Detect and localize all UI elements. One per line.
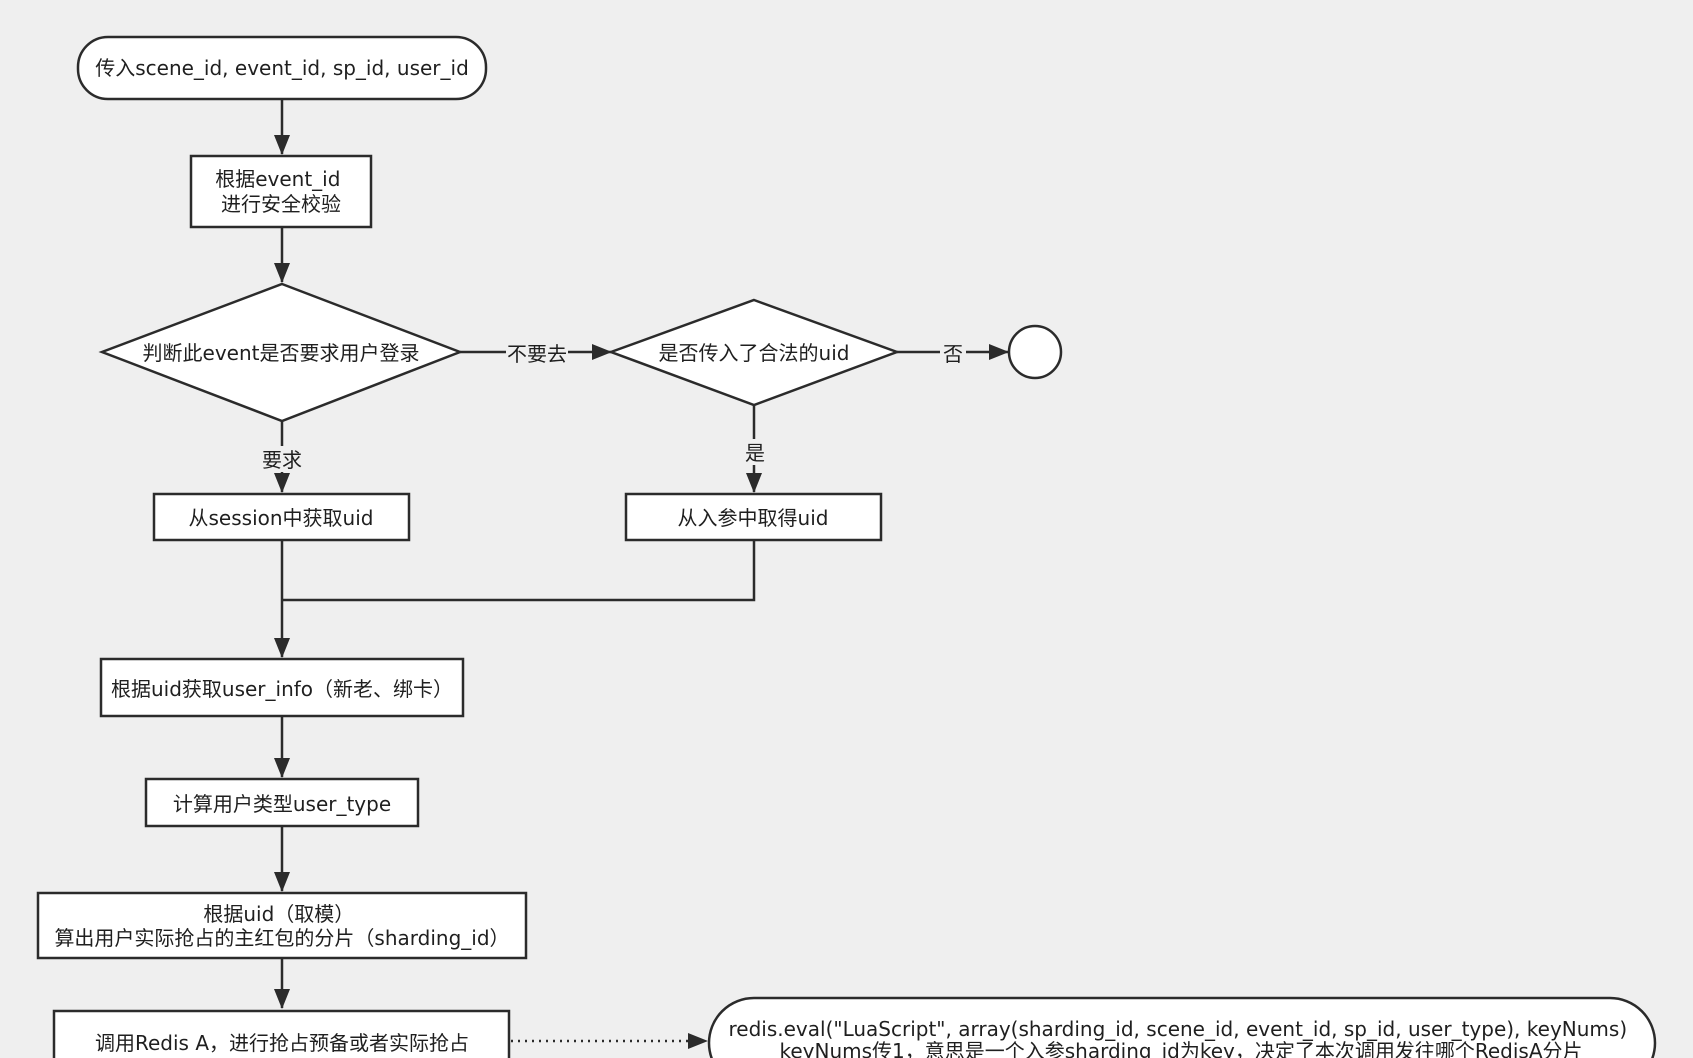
edge-label-yes: 是: [745, 441, 765, 465]
call-redis-node: 调用Redis A，进行抢占预备或者实际抢占: [52, 1009, 511, 1058]
calc-user-type-node: 计算用户类型user_type: [144, 777, 420, 828]
edge-param-to-merge: [282, 540, 756, 602]
uid-decision-node: 是否传入了合法的uid: [607, 298, 901, 407]
uid-from-session-label: 从session中获取uid: [189, 506, 374, 530]
uid-from-param-label: 从入参中取得uid: [678, 506, 829, 530]
end-node: [1007, 324, 1063, 380]
edge-label-required: 要求: [262, 448, 302, 472]
security-check-node: 根据event_id 进行安全校验: [189, 154, 373, 229]
sharding-label: 根据uid（取模） 算出用户实际抢占的主红包的分片（sharding_id）: [54, 902, 509, 950]
start-node: 传入scene_id, event_id, sp_id, user_id: [76, 35, 488, 101]
edge-label-not-required: 不要去: [507, 342, 567, 366]
edge-label-no: 否: [943, 342, 963, 366]
uid-from-param-node: 从入参中取得uid: [624, 492, 883, 542]
uid-decision-label: 是否传入了合法的uid: [659, 341, 850, 365]
edge-labels: 不要去 否 要求 是: [260, 340, 966, 472]
uid-from-session-node: 从session中获取uid: [152, 492, 411, 542]
sharding-node: 根据uid（取模） 算出用户实际抢占的主红包的分片（sharding_id）: [36, 891, 528, 960]
get-user-info-label: 根据uid获取user_info（新老、绑卡）: [111, 677, 453, 701]
get-user-info-node: 根据uid获取user_info（新老、绑卡）: [99, 657, 465, 718]
call-redis-label: 调用Redis A，进行抢占预备或者实际抢占: [95, 1031, 469, 1055]
start-node-label: 传入scene_id, event_id, sp_id, user_id: [95, 56, 469, 80]
security-check-label: 根据event_id 进行安全校验: [215, 167, 347, 216]
redis-note-label: redis.eval("LuaScript", array(sharding_i…: [729, 1017, 1634, 1058]
login-decision-label: 判断此event是否要求用户登录: [143, 341, 420, 365]
redis-note-node: redis.eval("LuaScript", array(sharding_i…: [707, 996, 1657, 1058]
login-decision-node: 判断此event是否要求用户登录: [98, 282, 464, 423]
calc-user-type-label: 计算用户类型user_type: [173, 792, 391, 816]
